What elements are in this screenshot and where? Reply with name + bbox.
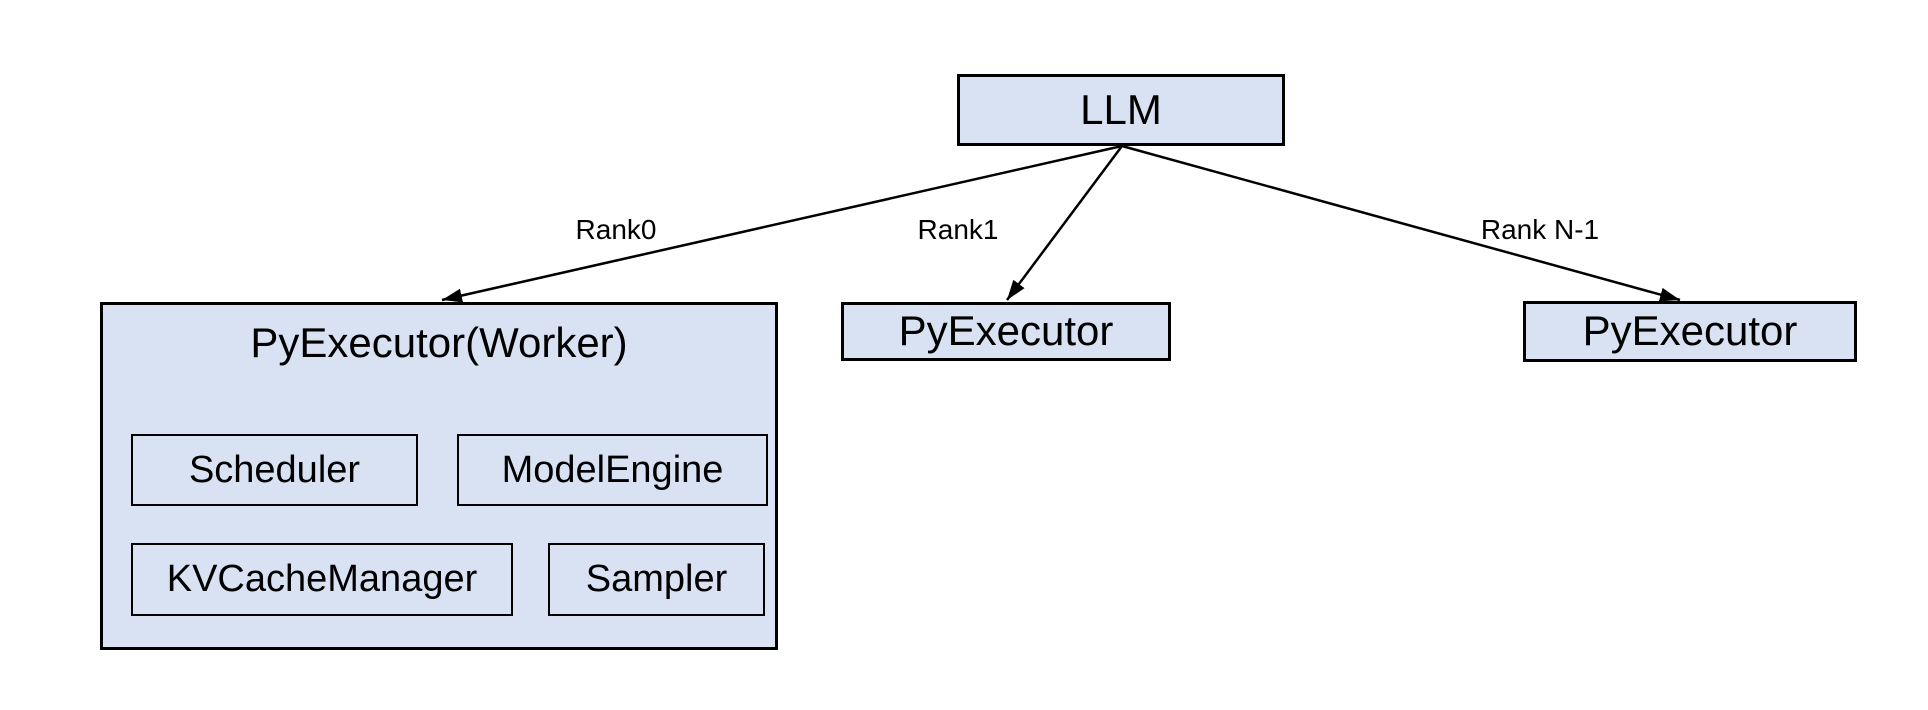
component-kvcachemanager: KVCacheManager bbox=[131, 543, 513, 616]
worker0-title: PyExecutor(Worker) bbox=[250, 319, 628, 366]
component-sampler: Sampler bbox=[548, 543, 765, 616]
component-modelengine: ModelEngine bbox=[457, 434, 768, 506]
edge-rank0-arrow bbox=[441, 144, 1123, 303]
worker-n-box: PyExecutor bbox=[1523, 301, 1857, 362]
worker0-box: PyExecutor(Worker) Scheduler ModelEngine… bbox=[100, 302, 778, 650]
edge-label-rank-n-1: Rank N-1 bbox=[1480, 214, 1600, 245]
component-scheduler: Scheduler bbox=[131, 434, 418, 506]
worker1-label: PyExecutor bbox=[898, 307, 1114, 355]
llm-box: LLM bbox=[957, 74, 1285, 146]
llm-label: LLM bbox=[1080, 85, 1162, 133]
worker1-box: PyExecutor bbox=[841, 302, 1171, 361]
edge-label-rank0: Rank0 bbox=[575, 214, 657, 245]
worker-n-label: PyExecutor bbox=[1582, 307, 1798, 355]
edge-label-rank1: Rank1 bbox=[917, 214, 999, 245]
edge-rank1-arrow bbox=[1005, 145, 1124, 301]
